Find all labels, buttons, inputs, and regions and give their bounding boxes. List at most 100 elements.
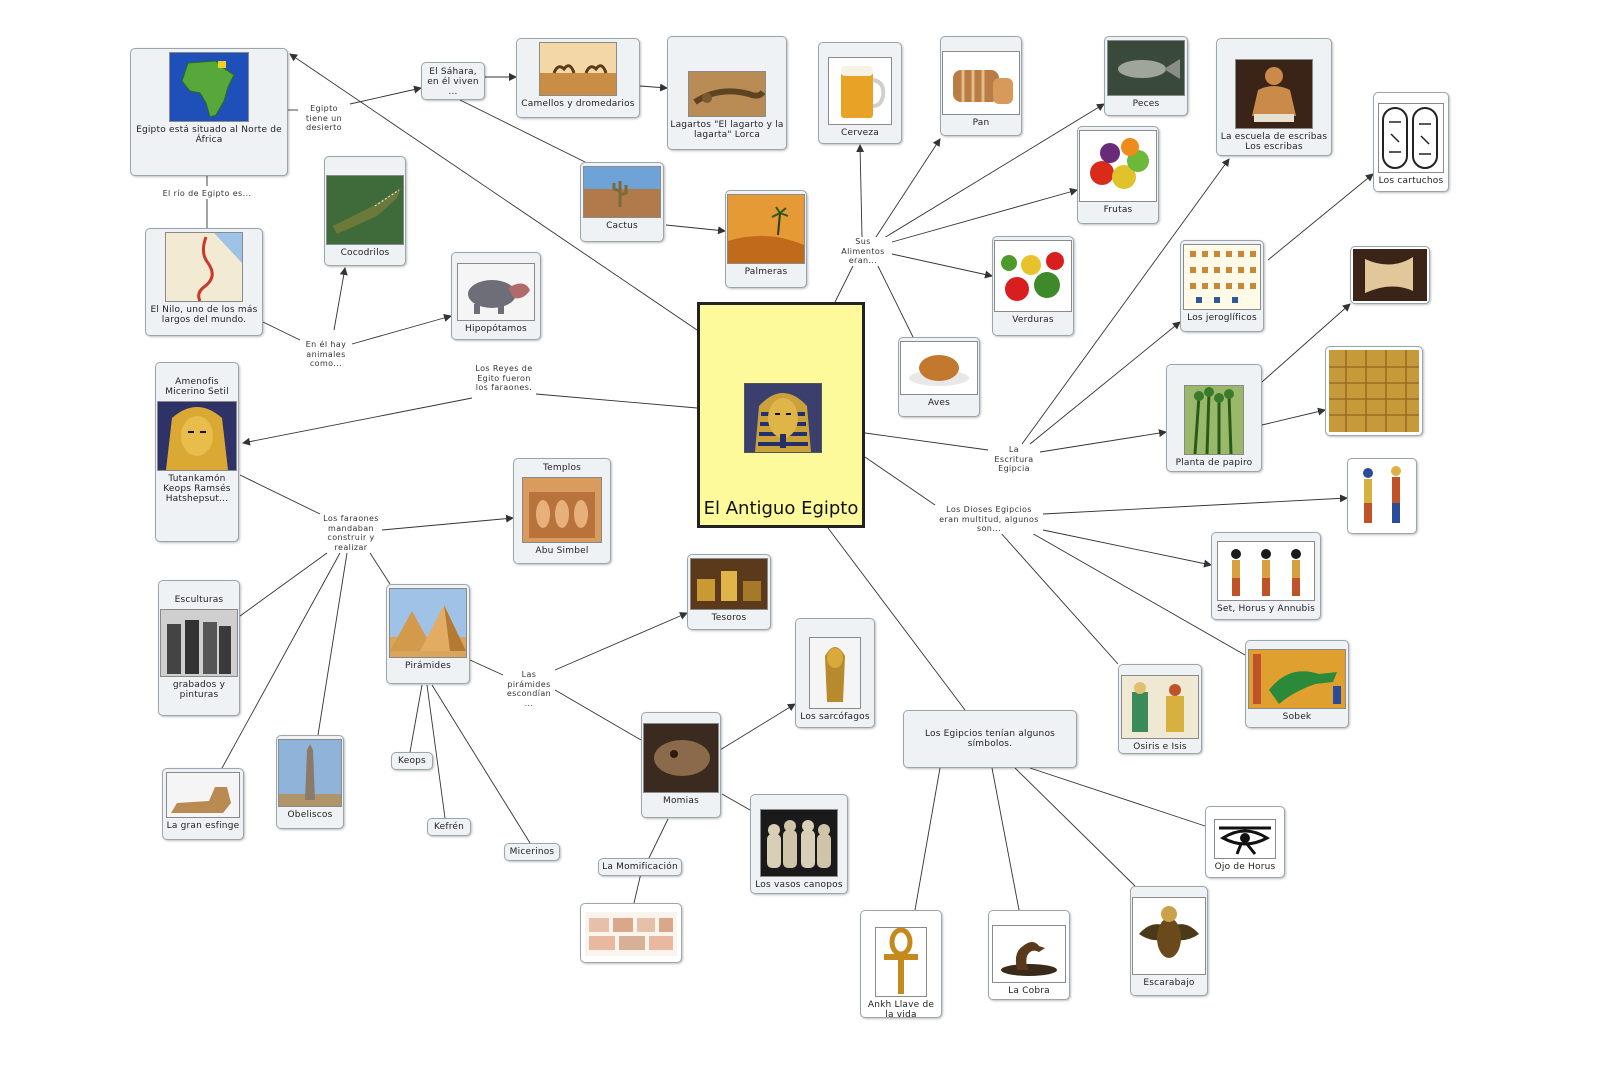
node-sarcofagos-label: Los sarcófagos — [796, 711, 874, 723]
node-faraones-bottom-label: Tutankamón Keops Ramsés Hatshepsut... — [156, 473, 238, 505]
papyrus-plant-icon — [1184, 385, 1244, 455]
node-escribas[interactable]: La escuela de escribas Los escribas — [1216, 38, 1332, 156]
node-cartuchos[interactable]: Los cartuchos — [1373, 92, 1449, 192]
node-palmeras-label: Palmeras — [726, 266, 806, 278]
node-ojo-horus[interactable]: Ojo de Horus — [1205, 806, 1285, 878]
node-templos[interactable]: Templos Abu Simbel — [513, 458, 611, 564]
temple-photo-icon — [522, 477, 602, 543]
link-label-mandaban: Los faraones mandaban construir y realiz… — [320, 514, 382, 552]
cobra-icon — [992, 925, 1066, 983]
sobek-icon — [1248, 649, 1346, 709]
node-simbolos-label: Los Egipcios tenían algunos símbolos. — [904, 711, 1076, 750]
node-nilo-label: El Nilo, uno de los más largos del mundo… — [146, 304, 262, 326]
node-lagartos[interactable]: Lagartos "El lagarto y la lagarta" Lorca — [667, 36, 787, 150]
node-cocodrilos[interactable]: Cocodrilos — [324, 156, 406, 266]
node-esfinge[interactable]: La gran esfinge — [162, 768, 244, 840]
papyrus-sheet-icon — [1326, 347, 1422, 435]
node-micerinos[interactable]: Micerinos — [504, 843, 560, 861]
node-ojo-horus-label: Ojo de Horus — [1206, 861, 1284, 873]
node-africa[interactable]: Egipto está situado al Norte de África — [130, 48, 288, 176]
node-set-horus[interactable]: Set, Horus y Annubis — [1211, 532, 1321, 620]
node-aves[interactable]: Aves — [898, 337, 980, 417]
node-cactus[interactable]: Cactus — [580, 162, 664, 242]
node-micerinos-label: Micerinos — [505, 844, 559, 858]
node-ankh-label: Ankh Llave de la vida — [861, 999, 941, 1018]
papyrus-scroll-icon — [1351, 247, 1429, 303]
link-label-reyes: Los Reyes de Egito fueron los faraones. — [472, 364, 536, 393]
node-faraones[interactable]: Amenofis Micerino Setil Tutankamón Keops… — [155, 362, 239, 542]
node-simbolos[interactable]: Los Egipcios tenían algunos símbolos. — [903, 710, 1077, 768]
link-label-dioses: Los Dioses Egipcios eran multitud, algun… — [935, 505, 1043, 534]
node-planta-papiro[interactable]: Planta de papiro — [1166, 364, 1262, 472]
node-hipopotamos[interactable]: Hipopótamos — [451, 252, 541, 340]
canopic-jars-photo-icon — [760, 809, 838, 877]
node-set-horus-label: Set, Horus y Annubis — [1212, 603, 1320, 615]
pharaoh-mask-icon — [157, 401, 237, 471]
pyramids-photo-icon — [389, 588, 467, 658]
fish-photo-icon — [1107, 40, 1185, 96]
node-palmeras[interactable]: Palmeras — [725, 190, 807, 288]
roast-bird-icon — [900, 341, 978, 395]
mummy-photo-icon — [643, 723, 719, 793]
central-topic[interactable]: El Antiguo Egipto — [697, 302, 865, 528]
node-sobek-label: Sobek — [1246, 711, 1348, 723]
sphinx-photo-icon — [166, 772, 240, 818]
node-cerveza[interactable]: Cerveza — [818, 42, 902, 144]
node-lagartos-label: Lagartos "El lagarto y la lagarta" Lorca — [668, 119, 786, 141]
node-momificacion[interactable]: La Momificación — [598, 858, 682, 876]
node-sobek[interactable]: Sobek — [1245, 640, 1349, 728]
node-tesoros[interactable]: Tesoros — [687, 554, 771, 630]
node-sahara[interactable]: El Sáhara, en él viven ... — [421, 62, 485, 100]
node-piramides-label: Pirámides — [387, 660, 469, 672]
node-escarabajo-label: Escarabajo — [1131, 977, 1207, 989]
link-label-alimentos: Sus Alimentos eran... — [834, 237, 892, 266]
scribe-statue-icon — [1235, 59, 1313, 129]
node-keops[interactable]: Keops — [391, 752, 433, 770]
node-pan[interactable]: Pan — [940, 36, 1022, 136]
node-escarabajo[interactable]: Escarabajo — [1130, 886, 1208, 996]
node-vasos-canopos[interactable]: Los vasos canopos — [750, 794, 848, 894]
node-camellos[interactable]: Camellos y dromedarios — [516, 38, 640, 118]
node-cactus-label: Cactus — [581, 220, 663, 232]
node-vasos-canopos-label: Los vasos canopos — [751, 879, 847, 891]
vegetables-photo-icon — [994, 240, 1072, 312]
link-label-piramides-esconden: Las pirámides escondían ... — [503, 670, 555, 708]
node-obeliscos[interactable]: Obeliscos — [276, 735, 344, 829]
link-label-escritura: La Escritura Egipcia — [988, 445, 1040, 474]
node-jeroglificos[interactable]: Los jeroglíficos — [1180, 240, 1264, 332]
node-momificacion-diagram[interactable] — [580, 903, 682, 963]
sculptures-photo-icon — [160, 609, 238, 677]
node-momificacion-label: La Momificación — [599, 859, 681, 873]
node-keops-label: Keops — [392, 753, 432, 767]
node-peces[interactable]: Peces — [1104, 36, 1188, 116]
node-cobra-label: La Cobra — [989, 985, 1069, 997]
node-frutas-label: Frutas — [1078, 204, 1158, 216]
set-horus-anubis-icon — [1217, 541, 1315, 601]
node-esculturas-top-label: Esculturas — [159, 581, 239, 606]
node-verduras[interactable]: Verduras — [992, 236, 1074, 336]
node-hipopotamos-label: Hipopótamos — [452, 323, 540, 335]
node-dioses-imagen[interactable] — [1347, 458, 1417, 534]
node-escribas-label: La escuela de escribas Los escribas — [1217, 131, 1331, 153]
node-sarcofagos[interactable]: Los sarcófagos — [795, 618, 875, 728]
node-esculturas[interactable]: Esculturas grabados y pinturas — [158, 580, 240, 716]
node-kefren[interactable]: Kefrén — [427, 818, 471, 836]
node-papiro-hoja[interactable] — [1325, 346, 1423, 436]
node-piramides[interactable]: Pirámides — [386, 584, 470, 684]
node-momias[interactable]: Momias — [641, 712, 721, 818]
node-africa-label: Egipto está situado al Norte de África — [131, 124, 287, 146]
node-aves-label: Aves — [899, 397, 979, 409]
obelisk-photo-icon — [278, 739, 342, 807]
node-papiro-rollo[interactable] — [1350, 246, 1430, 304]
node-cerveza-label: Cerveza — [819, 127, 901, 139]
node-nilo[interactable]: El Nilo, uno de los más largos del mundo… — [145, 228, 263, 336]
node-cobra[interactable]: La Cobra — [988, 910, 1070, 1000]
bread-photo-icon — [942, 51, 1020, 115]
node-frutas[interactable]: Frutas — [1077, 126, 1159, 224]
node-osiris-isis[interactable]: Osiris e Isis — [1118, 664, 1202, 754]
node-templos-top-label: Templos — [514, 459, 610, 474]
camels-photo-icon — [539, 42, 617, 96]
node-ankh[interactable]: Ankh Llave de la vida — [860, 910, 942, 1018]
node-esculturas-bottom-label: grabados y pinturas — [159, 679, 239, 701]
